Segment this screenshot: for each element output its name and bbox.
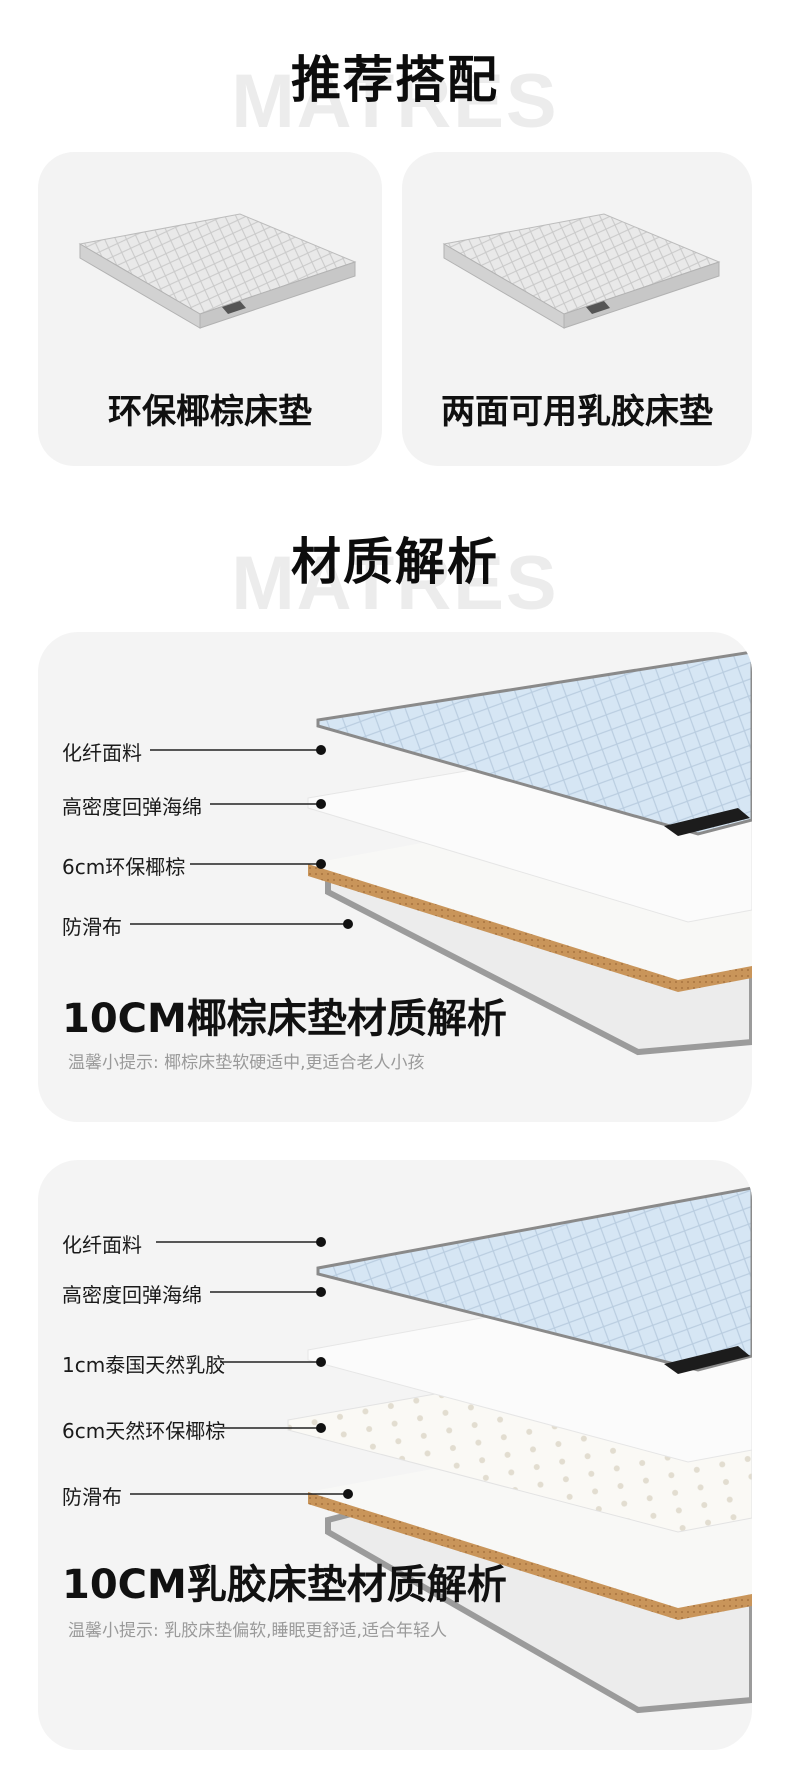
callout-dot bbox=[343, 919, 353, 929]
callout-dot bbox=[316, 1287, 326, 1297]
material-section-header: MATRES 材质解析 bbox=[0, 522, 790, 626]
callout-dot bbox=[316, 1357, 326, 1367]
panel-tip: 温馨小提示: 椰棕床垫软硬适中,更适合老人小孩 bbox=[68, 1053, 425, 1073]
product-card-coir[interactable]: 环保椰棕床垫 bbox=[38, 152, 382, 466]
panel-tip: 温馨小提示: 乳胶床垫偏软,睡眠更舒适,适合年轻人 bbox=[68, 1621, 447, 1641]
callout-dot bbox=[316, 745, 326, 755]
layer-exploded-diagram bbox=[130, 1186, 752, 1714]
layer-exploded-diagram bbox=[130, 650, 752, 1056]
layer-label: 1cm泰国天然乳胶 bbox=[62, 1353, 226, 1377]
callout-dot bbox=[316, 859, 326, 869]
layer-label: 6cm环保椰棕 bbox=[62, 855, 186, 879]
layer-label: 化纤面料 bbox=[62, 741, 142, 765]
recommend-section-header: MATRES 推荐搭配 bbox=[0, 40, 790, 144]
callout-dot bbox=[316, 799, 326, 809]
recommend-watermark: MATRES bbox=[231, 59, 559, 144]
recommend-title: 推荐搭配 bbox=[291, 51, 499, 109]
material-title: 材质解析 bbox=[291, 533, 499, 591]
callout-dot bbox=[343, 1489, 353, 1499]
layer-label: 化纤面料 bbox=[62, 1233, 142, 1257]
panel-title: 10CM椰棕床垫材质解析 bbox=[62, 996, 507, 1042]
callout-dot bbox=[316, 1423, 326, 1433]
layer-label: 防滑布 bbox=[62, 915, 122, 939]
layer-label: 高密度回弹海绵 bbox=[62, 795, 202, 819]
product-name: 两面可用乳胶床垫 bbox=[441, 392, 713, 432]
latex-mattress-breakdown: 化纤面料 高密度回弹海绵 1cm泰国天然乳胶 6cm天然环保椰棕 防滑布 10C… bbox=[38, 1160, 752, 1750]
panel-title: 10CM乳胶床垫材质解析 bbox=[62, 1562, 507, 1608]
mattress-image bbox=[78, 213, 357, 329]
layer-label: 6cm天然环保椰棕 bbox=[62, 1419, 226, 1443]
material-watermark: MATRES bbox=[231, 541, 559, 626]
mattress-image bbox=[442, 213, 721, 329]
callout-dot bbox=[316, 1237, 326, 1247]
coir-mattress-breakdown: 化纤面料 高密度回弹海绵 6cm环保椰棕 防滑布 10CM椰棕床垫材质解析 温馨… bbox=[38, 632, 752, 1122]
product-card-latex[interactable]: 两面可用乳胶床垫 bbox=[402, 152, 752, 466]
product-name: 环保椰棕床垫 bbox=[108, 392, 312, 432]
layer-label: 防滑布 bbox=[62, 1485, 122, 1509]
layer-label: 高密度回弹海绵 bbox=[62, 1283, 202, 1307]
